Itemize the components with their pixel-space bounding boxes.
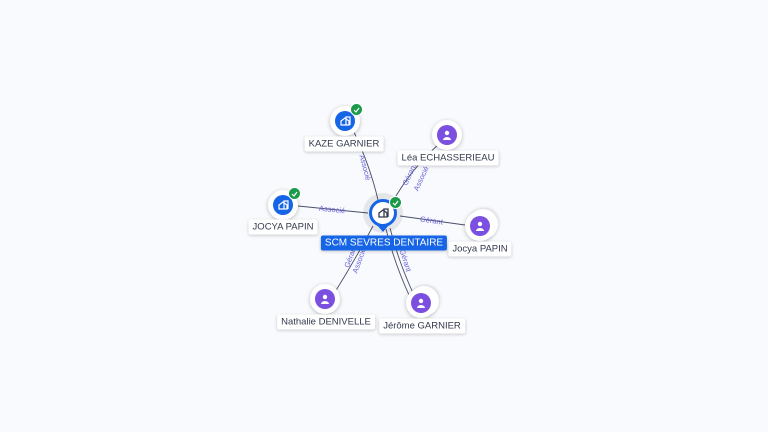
edge-jocya-company xyxy=(297,205,369,214)
node-lea-echasserieau[interactable] xyxy=(432,120,462,150)
node-label-jocya-papin-company[interactable]: JOCYA PAPIN xyxy=(248,219,318,235)
node-label-jocya-papin-person[interactable]: Jocya PAPIN xyxy=(448,241,512,257)
edge-jerome-1 xyxy=(389,227,414,294)
edge-nathalie xyxy=(334,225,374,293)
building-icon xyxy=(335,111,355,131)
building-icon xyxy=(273,195,293,215)
node-jocya-papin-company[interactable] xyxy=(268,187,301,220)
person-icon xyxy=(470,216,490,236)
node-jocya-papin-person[interactable] xyxy=(465,211,495,241)
node-kaze-garnier[interactable] xyxy=(330,103,363,136)
edge-jerome-2 xyxy=(385,228,410,296)
edge-jocya-person xyxy=(399,215,466,226)
verified-check-icon xyxy=(389,196,402,209)
node-nathalie-denivelle[interactable] xyxy=(310,284,340,314)
center-node-scm-sevres-dentaire[interactable] xyxy=(363,193,403,233)
verified-check-icon xyxy=(350,103,363,116)
location-pin-icon xyxy=(369,196,402,227)
person-icon xyxy=(437,125,457,145)
edge-kaze xyxy=(351,127,379,201)
person-icon xyxy=(411,293,431,313)
node-label-nathalie-denivelle[interactable]: Nathalie DENIVELLE xyxy=(277,314,375,330)
node-jerome-garnier[interactable] xyxy=(406,288,436,318)
node-label-jerome-garnier[interactable]: Jérôme GARNIER xyxy=(379,318,465,334)
building-icon xyxy=(377,208,389,218)
center-node-label[interactable]: SCM SEVRES DENTAIRE xyxy=(320,235,448,251)
node-label-lea-echasserieau[interactable]: Léa ECHASSERIEAU xyxy=(397,150,499,166)
node-label-kaze-garnier[interactable]: KAZE GARNIER xyxy=(304,136,384,152)
verified-check-icon xyxy=(288,187,301,200)
person-icon xyxy=(315,289,335,309)
